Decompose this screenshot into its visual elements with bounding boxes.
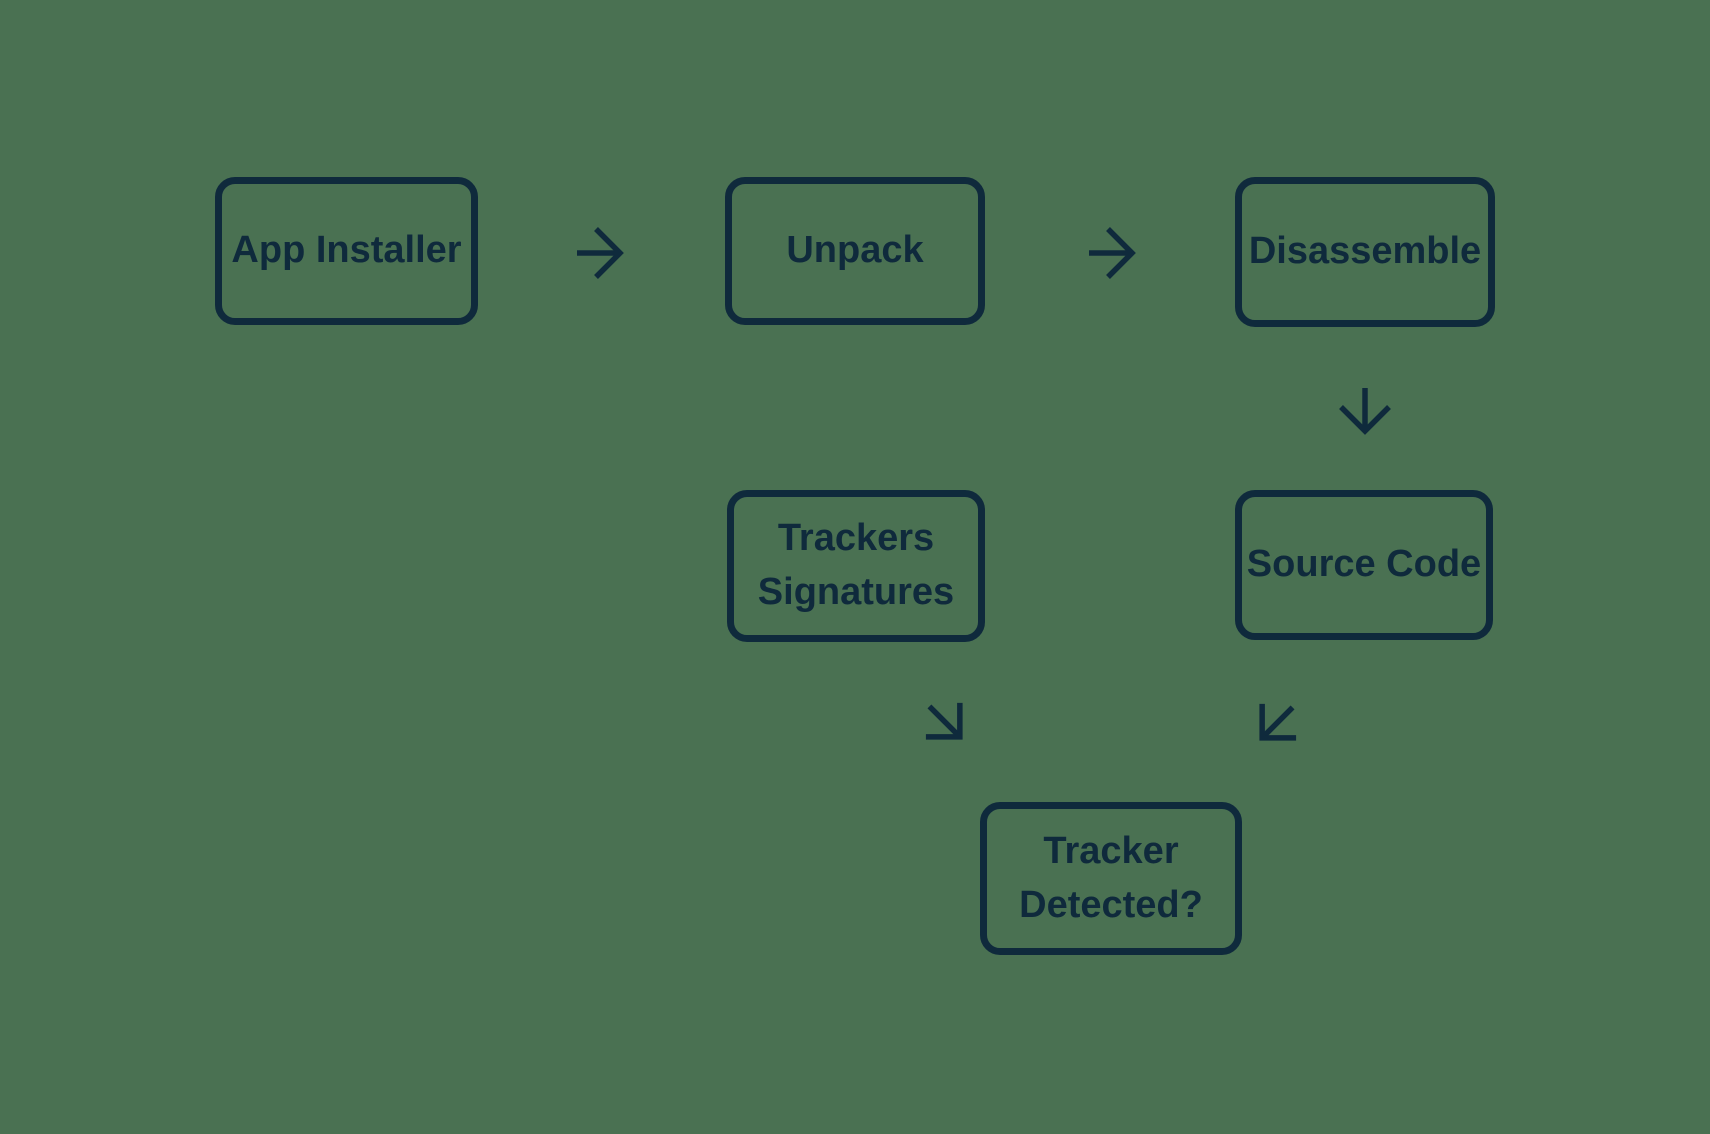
node-source-code: Source Code <box>1235 490 1493 640</box>
arrow-down-left-icon <box>1237 683 1316 762</box>
node-tracker-detected: Tracker Detected? <box>980 802 1242 955</box>
node-unpack: Unpack <box>725 177 985 325</box>
node-app-installer: App Installer <box>215 177 478 325</box>
node-source-code-label: Source Code <box>1246 543 1482 586</box>
arrow-down-icon <box>1337 382 1393 438</box>
node-trackers-signatures: Trackers Signatures <box>727 490 985 642</box>
arrow-right-icon <box>1083 225 1139 281</box>
node-tracker-detected-label: Tracker Detected? <box>1019 829 1203 926</box>
node-unpack-label: Unpack <box>786 229 924 272</box>
node-disassemble-label: Disassemble <box>1248 230 1482 273</box>
arrow-right-icon <box>571 225 627 281</box>
node-trackers-signatures-label: Trackers Signatures <box>757 517 955 613</box>
arrow-down-right-icon <box>905 682 984 761</box>
node-app-installer-label: App Installer <box>231 229 462 272</box>
node-disassemble: Disassemble <box>1235 177 1495 327</box>
